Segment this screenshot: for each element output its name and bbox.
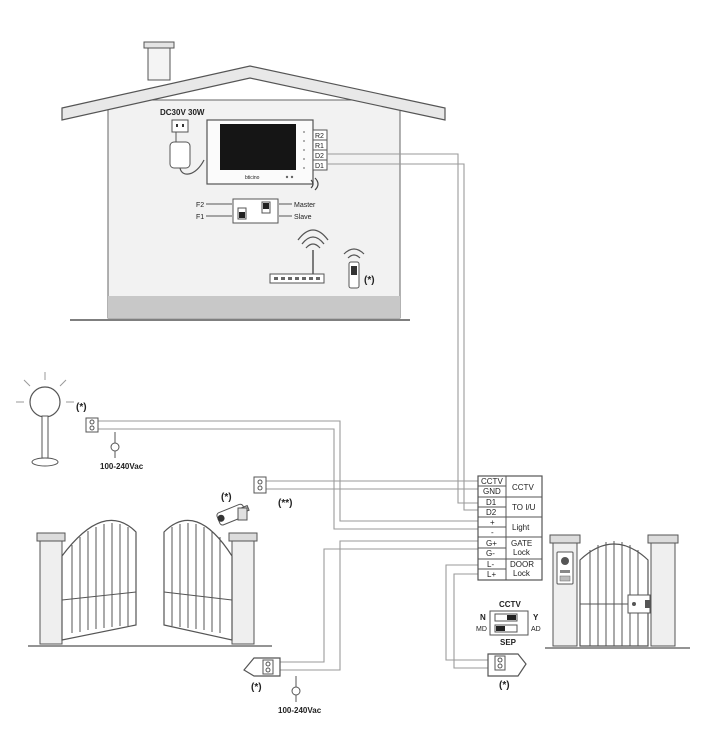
switch-master-label: Master (294, 202, 316, 209)
wire-light-2 (98, 428, 478, 530)
dip-title: CCTV (499, 600, 521, 609)
switch-f2-label: F2 (196, 202, 204, 209)
door-lock-note: (*) (499, 680, 510, 691)
dip-sep: SEP (500, 638, 517, 647)
tb-d1: D1 (486, 498, 497, 507)
monitor-brand: bticino (245, 175, 260, 181)
wifi-signal-icon (297, 229, 329, 249)
driveway-gate (28, 519, 272, 647)
monitor-screen (220, 124, 296, 170)
master-slave-switch: F2 F1 Master Slave (196, 198, 316, 224)
tb-d2: D2 (486, 508, 497, 517)
wifi-router (269, 229, 329, 284)
house-foundation (108, 296, 400, 318)
wire-door-1 (445, 564, 500, 661)
door-entry-camera-icon (561, 557, 569, 565)
dip-n: N (480, 613, 486, 622)
tb-g-minus: G- (486, 549, 495, 558)
chimney (147, 45, 171, 81)
tb-cctv: CCTV (481, 477, 503, 486)
terminal-r1: R1 (315, 143, 324, 150)
tb-label-cctv: CCTV (512, 483, 534, 492)
monitor-terminals: R2 R1 D2 D1 (312, 129, 328, 171)
terminal-d2: D2 (315, 153, 324, 160)
gate-motor-supply: 100-240Vac (278, 706, 322, 715)
wire-light-1 (98, 420, 478, 522)
power-adapter (169, 141, 191, 169)
tb-plus: + (490, 518, 495, 527)
switch-f1-label: F1 (196, 214, 204, 221)
wires (98, 153, 500, 671)
psu-label: DC30V 30W (160, 108, 205, 117)
chimney-cap (143, 41, 175, 49)
tb-label-door-2: Lock (513, 569, 531, 578)
tb-g-plus: G+ (486, 539, 497, 548)
lamp-note: (*) (76, 402, 87, 413)
wire-bus-d2 (327, 153, 478, 504)
psu-box (171, 119, 189, 133)
cctv-camera: (**) (*) (216, 476, 292, 526)
house: DC30V 30W bticino R2 R1 D2 D1 (61, 41, 446, 321)
monitor: bticino (206, 119, 319, 191)
tb-gnd: GND (483, 487, 501, 496)
roof (61, 65, 446, 121)
remote-signal-icon (343, 248, 365, 259)
tb-label-gate-2: Lock (513, 548, 531, 557)
gate-lock-actuator: (*) 100-240Vac (243, 657, 322, 715)
cctv-dip-switch: CCTV N MD Y AD SEP (476, 600, 541, 647)
tb-label-door-1: DOOR (510, 560, 534, 569)
lamp-terminal (85, 417, 99, 433)
wire-bus-d1 (327, 163, 478, 511)
tb-l-minus: L- (487, 560, 494, 569)
wire-gate-2 (280, 548, 478, 663)
dip-md: MD (476, 626, 487, 633)
tb-label-gate-1: GATE (511, 539, 532, 548)
switch-slave-label: Slave (294, 214, 312, 221)
dip-ad: AD (531, 626, 541, 633)
gate-motor-note: (*) (251, 682, 262, 693)
monitor-speaker-icon (310, 177, 319, 191)
lamp-supply: 100-240Vac (100, 462, 144, 471)
dip-y: Y (533, 613, 539, 622)
remote-control: (*) (343, 248, 375, 289)
wire-door-2 (453, 573, 500, 669)
tb-minus: - (491, 528, 494, 537)
garden-lamp: (*) 100-240Vac (16, 372, 144, 471)
terminal-block: CCTV GND D1 D2 + - G+ G- L- L+ CCTV TO I… (477, 475, 543, 581)
tb-label-light: Light (512, 523, 530, 532)
remote-note: (*) (364, 275, 375, 286)
cctv-cable-note: (**) (278, 498, 292, 509)
tb-label-toiu: TO I/U (512, 503, 536, 512)
power-cable (179, 159, 205, 175)
camera-note: (*) (221, 492, 232, 503)
pedestrian-gate (545, 534, 690, 649)
door-lock-device: (*) (487, 653, 527, 691)
wire-gate-1 (280, 540, 478, 671)
tb-l-plus: L+ (487, 570, 496, 579)
cctv-terminal (253, 476, 267, 494)
terminal-d1: D1 (315, 163, 324, 170)
terminal-r2: R2 (315, 133, 324, 140)
